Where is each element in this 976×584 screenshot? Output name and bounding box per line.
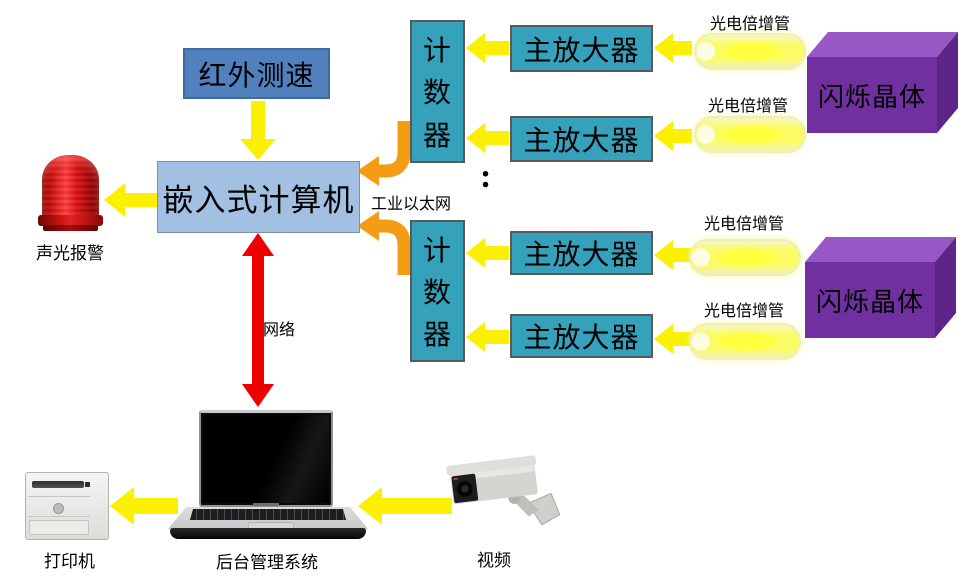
counter-box-2: 计 数 器	[410, 220, 465, 362]
counter-box-1: 计 数 器	[410, 20, 465, 163]
scintillation-crystal-2: 闪烁晶体	[802, 236, 960, 340]
cctv-camera-shape	[446, 455, 561, 526]
printer-seam	[28, 496, 90, 497]
laptop-screen	[199, 410, 333, 507]
arrow-amp1-to-counter1	[466, 33, 509, 63]
arrow-amp2-to-counter1	[466, 123, 509, 153]
counter2-char-1: 计	[422, 236, 452, 267]
main-amplifier-box-2: 主放大器	[510, 116, 653, 162]
pmt-label-1: 光电倍增管	[709, 16, 790, 33]
laptop-keyboard-deck	[168, 507, 368, 529]
counter1-char-1: 计	[422, 36, 452, 68]
arrow-embedded-to-alarm	[104, 183, 157, 217]
pmt-label-3: 光电倍增管	[703, 216, 784, 233]
embedded-computer-box: 嵌入式计算机	[157, 161, 360, 233]
backend-system-caption: 后台管理系统	[216, 553, 318, 572]
main-amplifier-box-1: 主放大器	[510, 25, 653, 72]
arrow-amp3-to-counter2	[466, 238, 509, 268]
laptop-base	[170, 528, 366, 539]
main-amplifier-label-1: 主放大器	[523, 35, 640, 67]
counter1-char-2: 数	[422, 78, 452, 110]
infrared-speed-label: 红外测速	[198, 60, 315, 92]
pmt-label-4: 光电倍增管	[703, 303, 784, 320]
arrow-pmt4-to-amp4	[654, 324, 692, 354]
laptop-logo	[253, 503, 279, 506]
crystal-3d-shape-1	[807, 32, 958, 133]
pmt-label-2: 光电倍增管	[707, 98, 788, 115]
main-amplifier-label-3: 主放大器	[523, 240, 640, 271]
alarm-beacon-image	[38, 155, 103, 233]
pmt-tube-image-4	[689, 323, 801, 360]
arrow-camera-to-laptop	[358, 487, 452, 525]
scintillation-crystal-1: 闪烁晶体	[804, 31, 962, 135]
pmt-tube-image-2	[694, 116, 806, 153]
alarm-caption: 声光报警	[36, 244, 104, 263]
laptop-image	[168, 408, 368, 540]
industrial-ethernet-label: 工业以太网	[371, 196, 452, 213]
arrow-infrared-to-embedded	[240, 101, 276, 160]
arrow-network-double	[242, 233, 274, 407]
counter1-char-3: 器	[422, 120, 452, 152]
infrared-speed-box: 红外测速	[183, 48, 330, 99]
arrow-pmt1-to-amp1	[654, 33, 692, 63]
pmt-tube-image-1	[694, 33, 806, 70]
arrow-counter2-to-embedded	[379, 219, 411, 275]
laptop-screen-glass	[203, 415, 329, 503]
main-amplifier-box-4: 主放大器	[510, 314, 653, 358]
alarm-base	[43, 225, 98, 231]
printer-seam-2	[28, 516, 90, 517]
embedded-computer-label: 嵌入式计算机	[162, 182, 355, 218]
arrow-amp4-to-counter2	[466, 322, 509, 352]
printer-side-panel	[94, 472, 109, 540]
main-amplifier-label-4: 主放大器	[523, 323, 640, 354]
ellipsis-colon: :	[480, 158, 492, 195]
alarm-dome	[42, 155, 99, 219]
alarm-rim	[38, 215, 103, 226]
arrow-pmt2-to-amp2	[654, 121, 692, 151]
main-amplifier-box-3: 主放大器	[510, 231, 653, 275]
arrowhead-counter2-to-embedded	[357, 211, 379, 241]
laptop-keys	[190, 509, 346, 520]
arrow-counter1-to-embedded	[379, 121, 411, 178]
printer-caption: 打印机	[44, 552, 95, 571]
printer-output-slot	[32, 481, 84, 488]
network-label: 网络	[263, 322, 296, 339]
crystal-label-1: 闪烁晶体	[817, 82, 926, 112]
printer-image	[25, 472, 109, 540]
crystal-3d-shape-2	[805, 237, 956, 338]
printer-logo	[53, 503, 64, 514]
printer-paper-tray	[29, 520, 89, 535]
arrowhead-counter1-to-embedded	[357, 156, 379, 186]
printer-button	[85, 482, 90, 487]
arrow-pmt3-to-amp3	[654, 240, 692, 270]
pmt-tube-image-3	[689, 239, 801, 276]
cctv-camera-image	[442, 443, 561, 538]
crystal-label-2: 闪烁晶体	[815, 287, 924, 317]
laptop-touchpad	[248, 522, 294, 529]
counter2-char-2: 数	[422, 278, 452, 309]
arrow-laptop-to-printer	[110, 487, 178, 525]
counter2-char-3: 器	[422, 320, 452, 351]
main-amplifier-label-2: 主放大器	[523, 126, 640, 157]
video-caption: 视频	[477, 551, 511, 570]
